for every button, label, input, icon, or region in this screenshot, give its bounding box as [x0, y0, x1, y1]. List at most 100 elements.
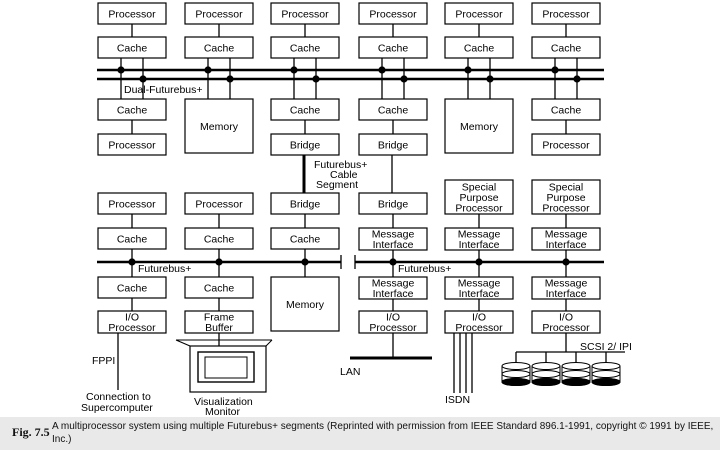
processor-label: Processor: [195, 8, 243, 20]
processor-label: Processor: [369, 8, 417, 20]
bridge-label: Bridge: [290, 139, 321, 151]
visualization-label-2: Monitor: [205, 406, 241, 417]
figure-number: Fig. 7.5: [12, 425, 50, 439]
bus-tap-dot: [573, 75, 581, 83]
processor-label: Processor: [542, 8, 590, 20]
bus-tap-dot: [301, 258, 309, 266]
cache-box: Cache: [270, 36, 340, 59]
frame-buffer-label: Buffer: [205, 322, 233, 334]
bus-tap-dot: [551, 66, 559, 74]
lan-label: LAN: [340, 366, 360, 378]
memory-box: Memory: [184, 98, 254, 154]
cache-label: Cache: [378, 104, 409, 116]
cache-label: Cache: [290, 42, 321, 54]
cache-box: Cache: [184, 227, 254, 250]
fppi-label: FPPI: [92, 355, 115, 367]
cache-box: Cache: [358, 36, 428, 59]
memory-label: Memory: [200, 121, 239, 133]
processor-box: Processor: [531, 133, 601, 156]
i-o-processor-label: I/O: [472, 312, 486, 324]
figure-caption: Fig. 7.5 A multiprocessor system using m…: [0, 417, 720, 450]
cache-box: Cache: [97, 36, 167, 59]
special-purpose-processor-label: Processor: [455, 202, 503, 214]
special-purpose-processor-label: Purpose: [459, 192, 498, 204]
cache-box: Cache: [270, 227, 340, 250]
cache-label: Cache: [378, 42, 409, 54]
message-interface-label: Interface: [459, 239, 500, 251]
bridge-label: Bridge: [378, 139, 409, 151]
processor-box: Processor: [184, 2, 254, 25]
cache-label: Cache: [464, 42, 495, 54]
bus-tap-dot: [562, 258, 570, 266]
special-purpose-processor-label: Purpose: [546, 192, 585, 204]
cache-box: Cache: [97, 227, 167, 250]
bus-tap-dot: [400, 75, 408, 83]
bus-tap-dot: [312, 75, 320, 83]
dual-futurebus-label: Dual-Futurebus+: [124, 84, 203, 96]
processor-box: Processor: [184, 192, 254, 215]
i-o-processor-label: I/O: [559, 312, 573, 324]
disk-drive-icon: [531, 362, 561, 386]
futurebus-diagram: ProcessorCacheProcessorCacheProcessorCac…: [81, 2, 632, 417]
bus-tap-dot: [378, 66, 386, 74]
cache-label: Cache: [117, 282, 148, 294]
cable-segment-label-2: Cable: [330, 169, 358, 181]
processor-box: Processor: [270, 2, 340, 25]
bridge-box: Bridge: [270, 192, 340, 215]
connection-label-2: Supercomputer: [81, 402, 153, 414]
memory-box: Memory: [444, 98, 514, 154]
bridge-box: Bridge: [270, 133, 340, 156]
processor-box: Processor: [444, 2, 514, 25]
disk-drive-icon: [591, 362, 621, 386]
memory-label: Memory: [460, 121, 499, 133]
message-interface-label: Interface: [459, 288, 500, 300]
message-interface-label: Message: [545, 278, 588, 290]
message-interface-label: Interface: [373, 239, 414, 251]
message-interface-label: Message: [458, 229, 501, 241]
bridge-box: Bridge: [358, 192, 428, 215]
bus-tap-dot: [139, 75, 147, 83]
processor-box: Processor: [97, 2, 167, 25]
special-purpose-processor-label: Special: [462, 181, 496, 193]
processor-box: Processor: [97, 133, 167, 156]
message-interface-label: Message: [372, 278, 415, 290]
i-o-processor-label: Processor: [542, 322, 590, 334]
bus-tap-dot: [226, 75, 234, 83]
cache-box: Cache: [97, 98, 167, 121]
bridge-label: Bridge: [378, 198, 409, 210]
processor-box: Processor: [358, 2, 428, 25]
bridge-label: Bridge: [290, 198, 321, 210]
bus-tap-dot: [389, 258, 397, 266]
cache-label: Cache: [117, 42, 148, 54]
message-interface-label: Message: [458, 278, 501, 290]
message-interface-label: Interface: [546, 288, 587, 300]
bus-tap-dot: [117, 66, 125, 74]
bus-tap-dot: [475, 258, 483, 266]
cache-box: Cache: [444, 36, 514, 59]
futurebus-right-label: Futurebus+: [398, 263, 451, 275]
visualization-monitor-icon: [175, 339, 273, 393]
frame-buffer-label: Frame: [204, 312, 234, 324]
message-interface-label: Message: [545, 229, 588, 241]
bus-tap-dot: [215, 258, 223, 266]
caption-text: A multiprocessor system using multiple F…: [52, 421, 714, 445]
i-o-processor-label: I/O: [386, 312, 400, 324]
bus-tap-dot: [128, 258, 136, 266]
processor-label: Processor: [455, 8, 503, 20]
processor-label: Processor: [542, 139, 590, 151]
cache-label: Cache: [551, 42, 582, 54]
i-o-processor-label: Processor: [455, 322, 503, 334]
cache-label: Cache: [551, 104, 582, 116]
modules: ProcessorCacheProcessorCacheProcessorCac…: [97, 2, 601, 334]
disk-drive-icon: [561, 362, 591, 386]
futurebus-left-label: Futurebus+: [138, 263, 191, 275]
